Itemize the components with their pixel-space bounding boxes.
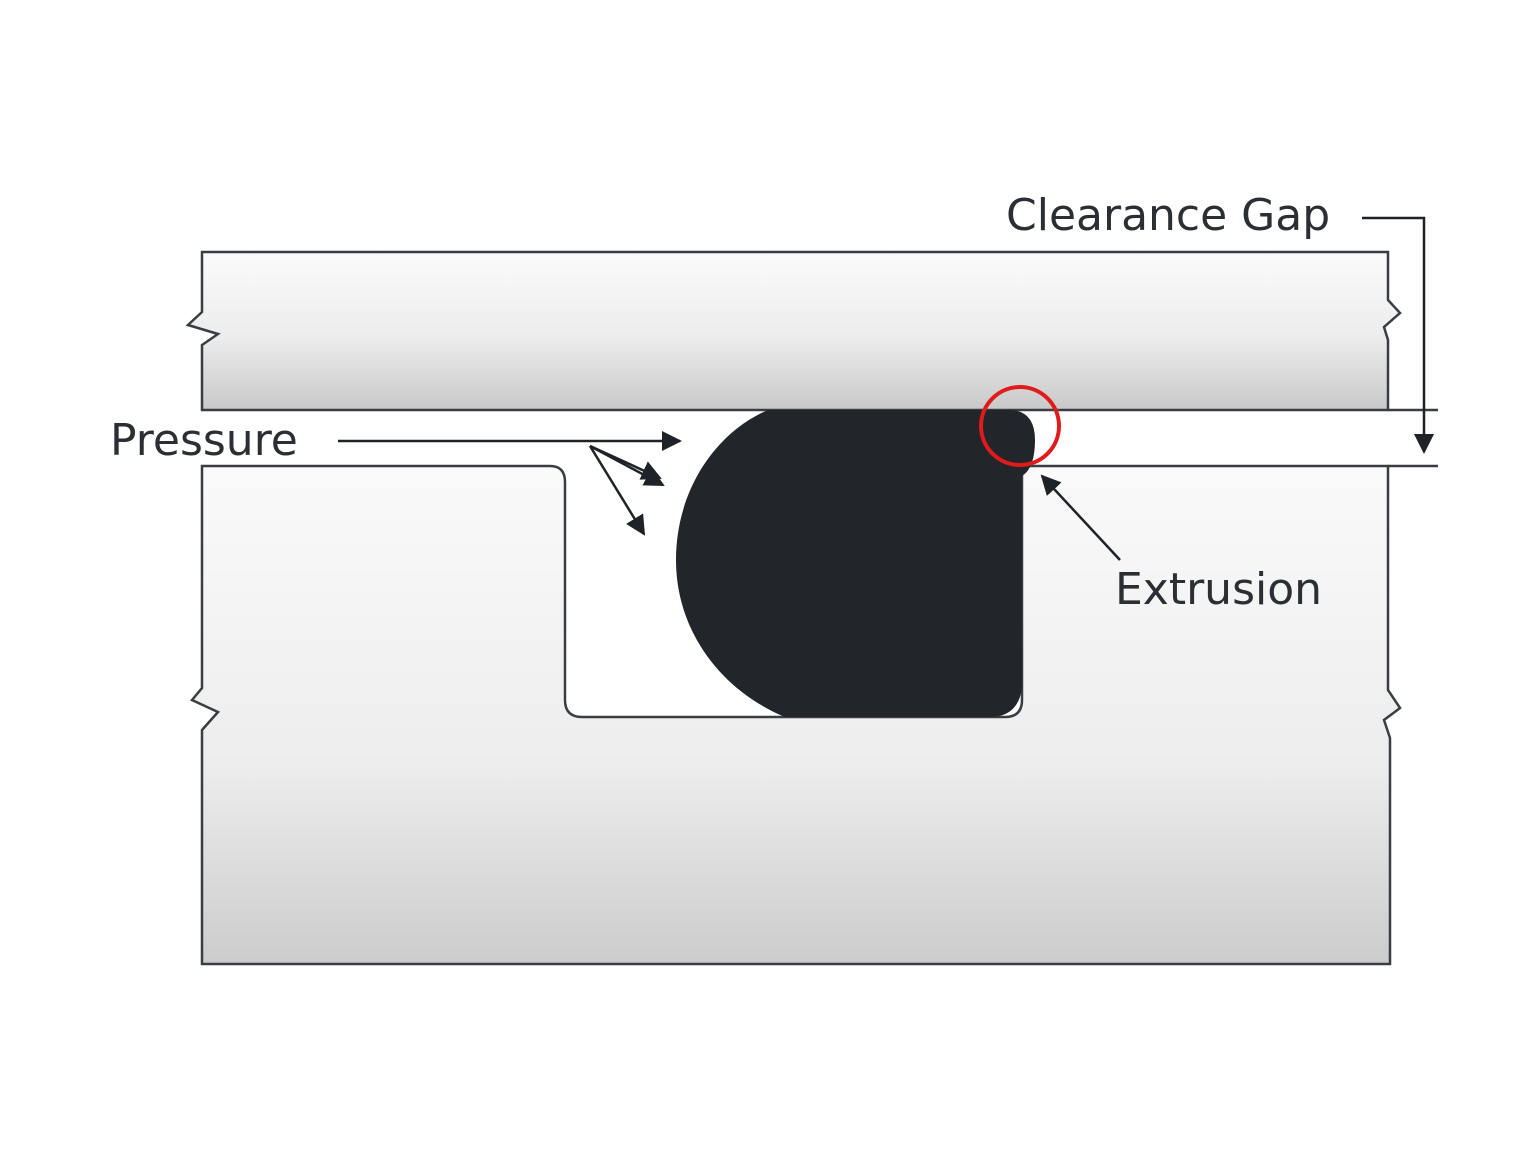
pressure-label: Pressure: [110, 415, 298, 466]
extrusion-label: Extrusion: [1115, 564, 1322, 615]
pressure-fan-arrow-3: [589, 444, 662, 480]
clearance-gap-label: Clearance Gap: [1006, 190, 1330, 241]
pressure-fan-arrow-2: [588, 445, 646, 536]
oring-seal: [676, 410, 1035, 717]
clearance-gap-leader: [1362, 216, 1434, 454]
lower-housing-with-groove: [189, 464, 1402, 966]
extrusion-arrow: [1040, 474, 1121, 561]
extrusion-highlight-circle: [979, 385, 1061, 467]
upper-housing: [185, 250, 1402, 412]
